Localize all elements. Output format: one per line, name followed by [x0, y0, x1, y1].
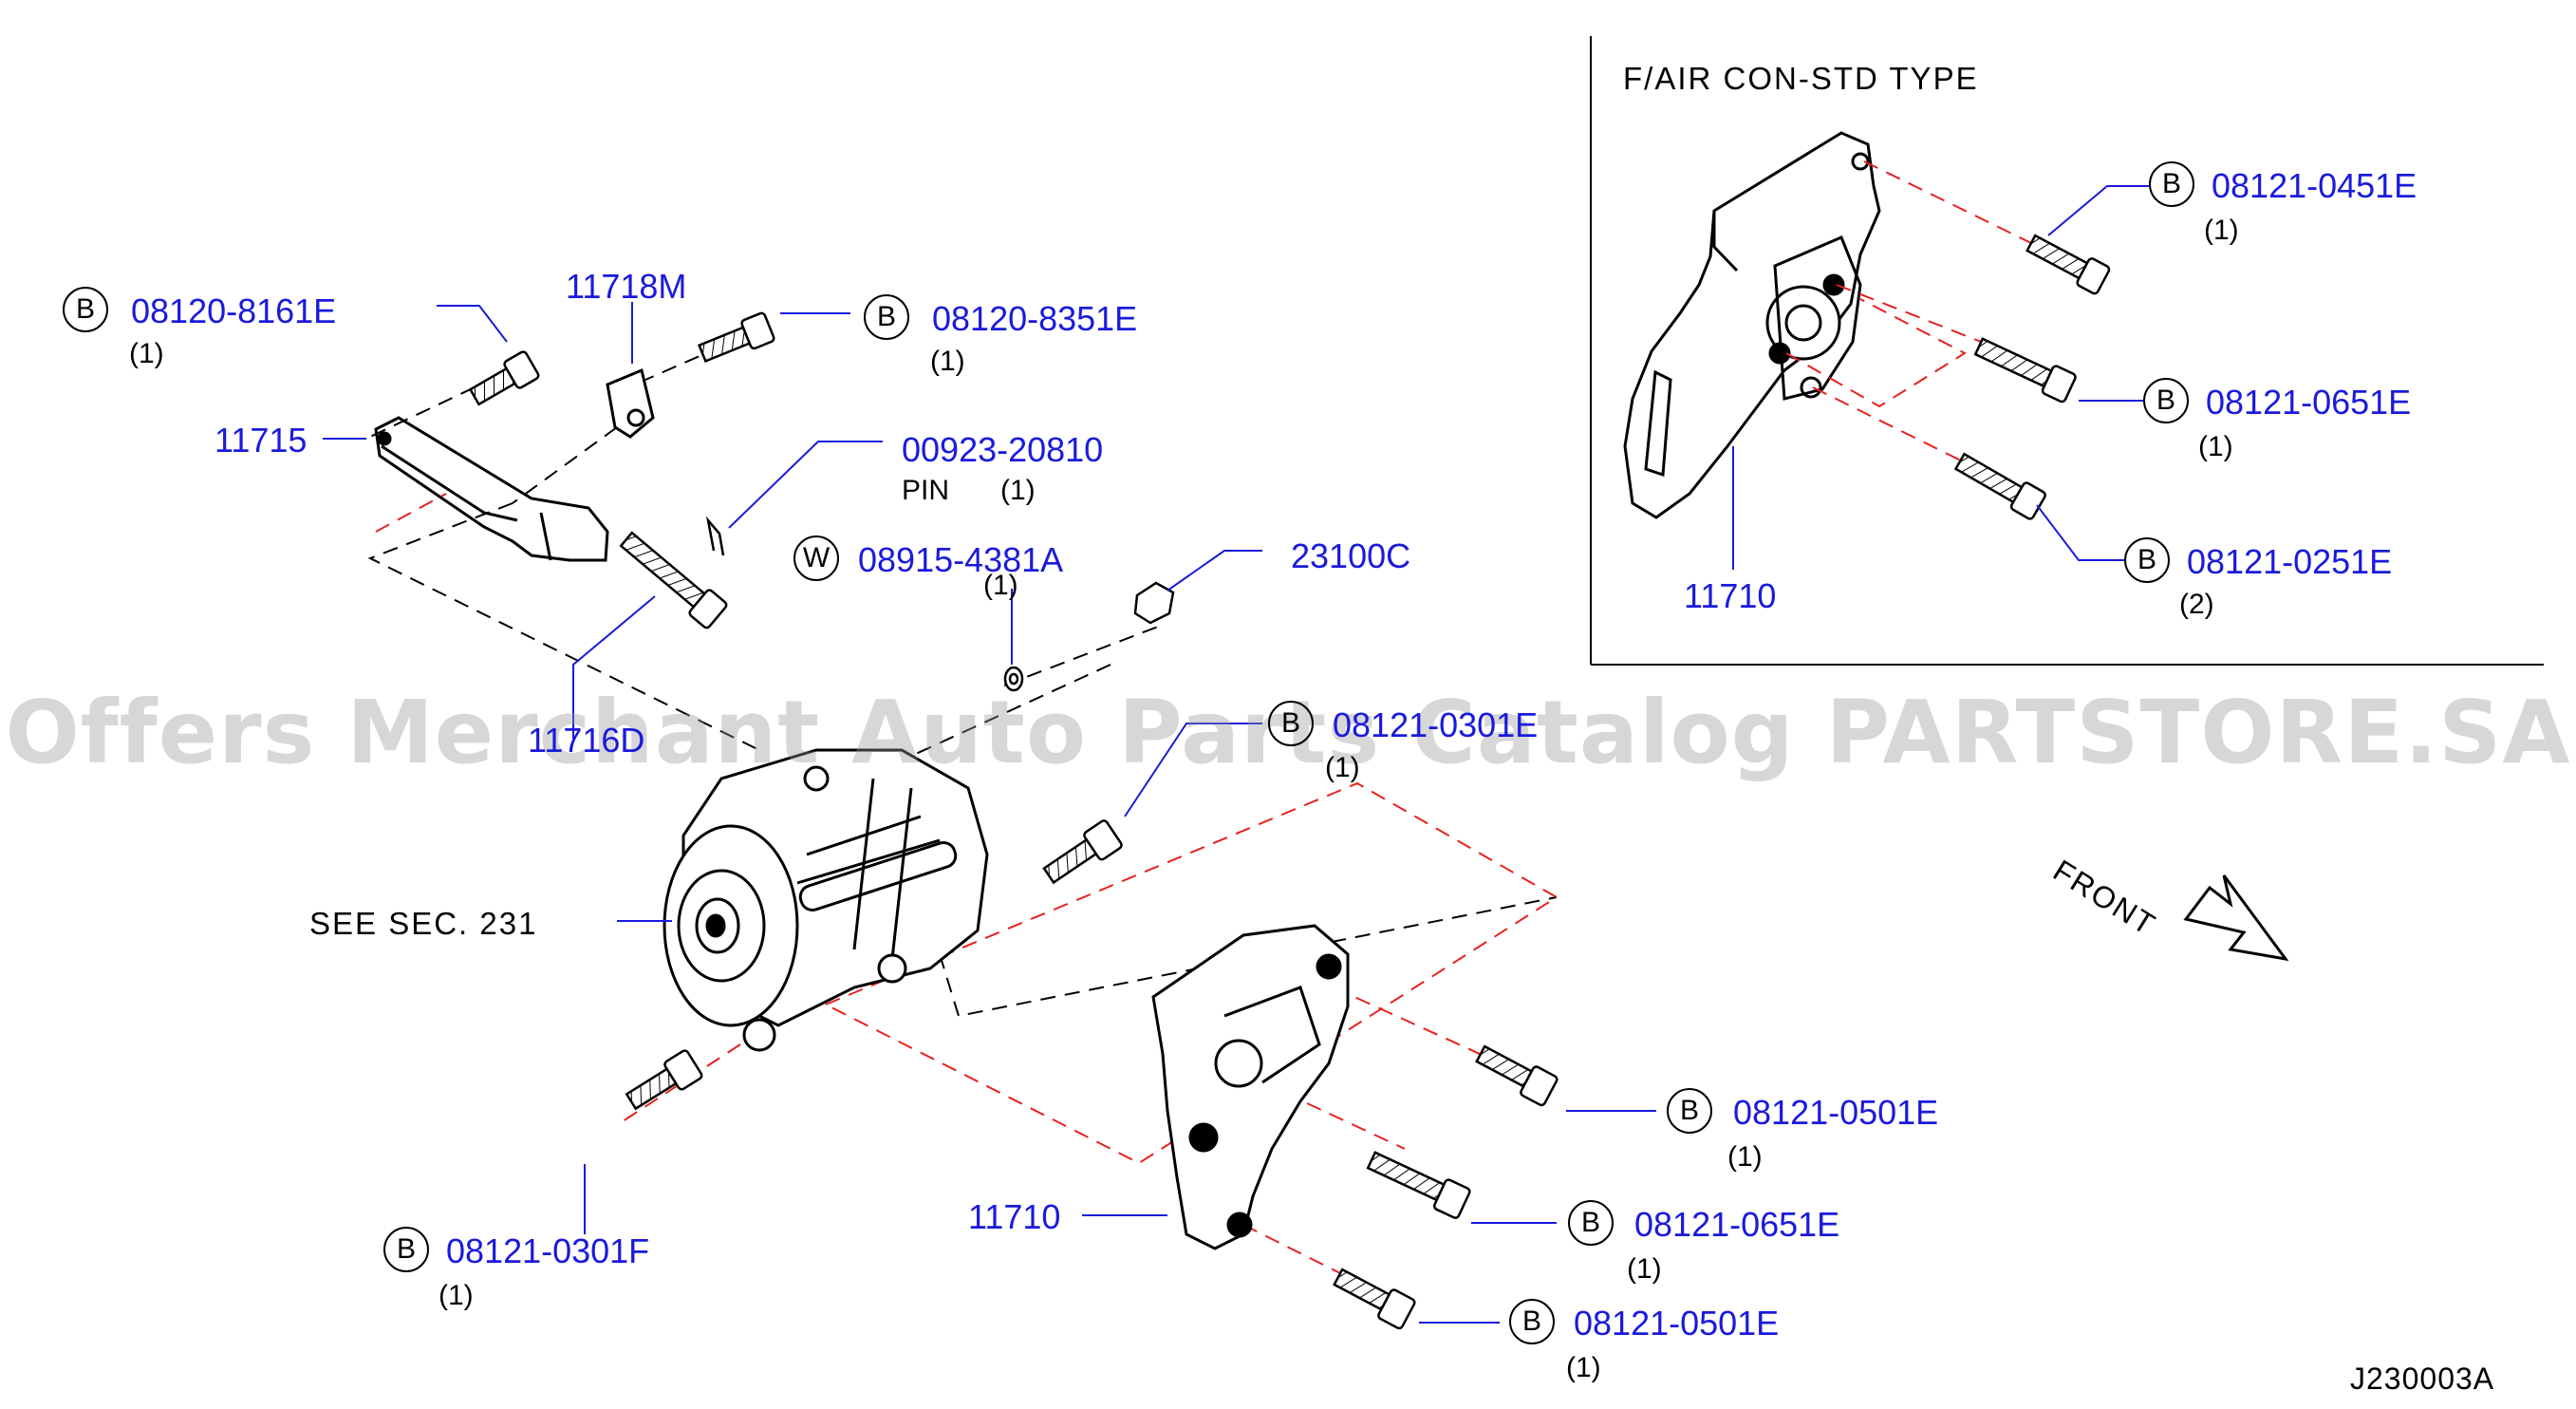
inset-leaders	[1732, 185, 2149, 570]
part-number-link[interactable]: 08121-0501E	[1574, 1304, 1780, 1343]
part-number-link[interactable]: 11715	[215, 421, 308, 460]
bracket-11715-drawing	[374, 416, 609, 562]
bolt-badge-b: B	[383, 1227, 429, 1272]
part-quantity: (1)	[1627, 1253, 1662, 1285]
inset-bolts	[1953, 234, 2111, 520]
part-number-link[interactable]: 11718M	[566, 267, 687, 306]
part-number-link[interactable]: 08121-0251E	[2187, 542, 2393, 581]
part-quantity: (1)	[129, 338, 164, 369]
bolt-badge-b: B	[1568, 1200, 1614, 1246]
part-number-link[interactable]: 08121-0501E	[1733, 1093, 1939, 1132]
part-number-link[interactable]: 08121-0651E	[2206, 383, 2412, 422]
part-number-link[interactable]: 08120-8351E	[932, 299, 1138, 338]
bolt-badge-b: B	[1667, 1088, 1712, 1134]
see-section-note: SEE SEC. 231	[309, 906, 538, 941]
inset-bracket-drawing	[1623, 131, 1881, 519]
alternator-drawing	[663, 748, 989, 1052]
bolt-badge-b: B	[63, 287, 108, 332]
main-leaders	[323, 302, 1656, 1324]
bolt-badge-b: B	[2124, 537, 2170, 583]
bolt-badge-b: B	[1268, 701, 1314, 746]
main-bolts	[468, 311, 1559, 1330]
bolt-badge-b: B	[2149, 161, 2194, 207]
part-quantity: (1)	[1325, 752, 1360, 783]
bolt-badge-b: B	[2143, 378, 2189, 423]
part-quantity: (1)	[930, 346, 965, 377]
bolt-badge-b: B	[864, 294, 909, 340]
part-number-link[interactable]: 23100C	[1291, 536, 1411, 575]
part-quantity: (1)	[1727, 1141, 1763, 1173]
pin-washer-nut-drawing	[705, 516, 1175, 692]
pin-note: PIN	[902, 475, 950, 506]
part-quantity: (1)	[2198, 431, 2233, 462]
inset-red-dashes	[1785, 160, 2032, 468]
part-quantity: (1)	[1566, 1352, 1601, 1383]
part-number-link[interactable]: 08915-4381A	[858, 540, 1064, 579]
spacer-11718m-drawing	[606, 367, 655, 439]
part-number-link[interactable]: 08121-0451E	[2212, 166, 2417, 205]
inset-frame	[1590, 36, 2544, 666]
part-number-link[interactable]: 11716D	[528, 721, 645, 760]
part-quantity: (1)	[2204, 215, 2239, 246]
bracket-11710-drawing	[1151, 924, 1350, 1250]
part-quantity: (1)	[1000, 475, 1036, 506]
part-number-link[interactable]: 08121-0651E	[1634, 1205, 1840, 1244]
bolt-badge-b: B	[1509, 1299, 1555, 1344]
part-quantity: (1)	[439, 1280, 474, 1311]
part-number-link[interactable]: 08121-0301E	[1333, 705, 1539, 744]
part-number-link[interactable]: 08121-0301F	[446, 1231, 650, 1270]
inset-title: F/AIR CON-STD TYPE	[1623, 61, 1979, 96]
part-number-link[interactable]: 08120-8161E	[131, 291, 337, 330]
part-quantity: (1)	[983, 570, 1018, 601]
part-number-link[interactable]: 11710	[1684, 576, 1777, 615]
part-number-link[interactable]: 00923-20810	[902, 430, 1104, 469]
front-arrow-icon	[2183, 874, 2289, 962]
part-number-link[interactable]: 11710	[968, 1197, 1061, 1236]
diagram-id: J230003A	[2350, 1362, 2495, 1396]
part-quantity: (2)	[2179, 589, 2214, 620]
washer-badge-w: W	[793, 535, 839, 581]
